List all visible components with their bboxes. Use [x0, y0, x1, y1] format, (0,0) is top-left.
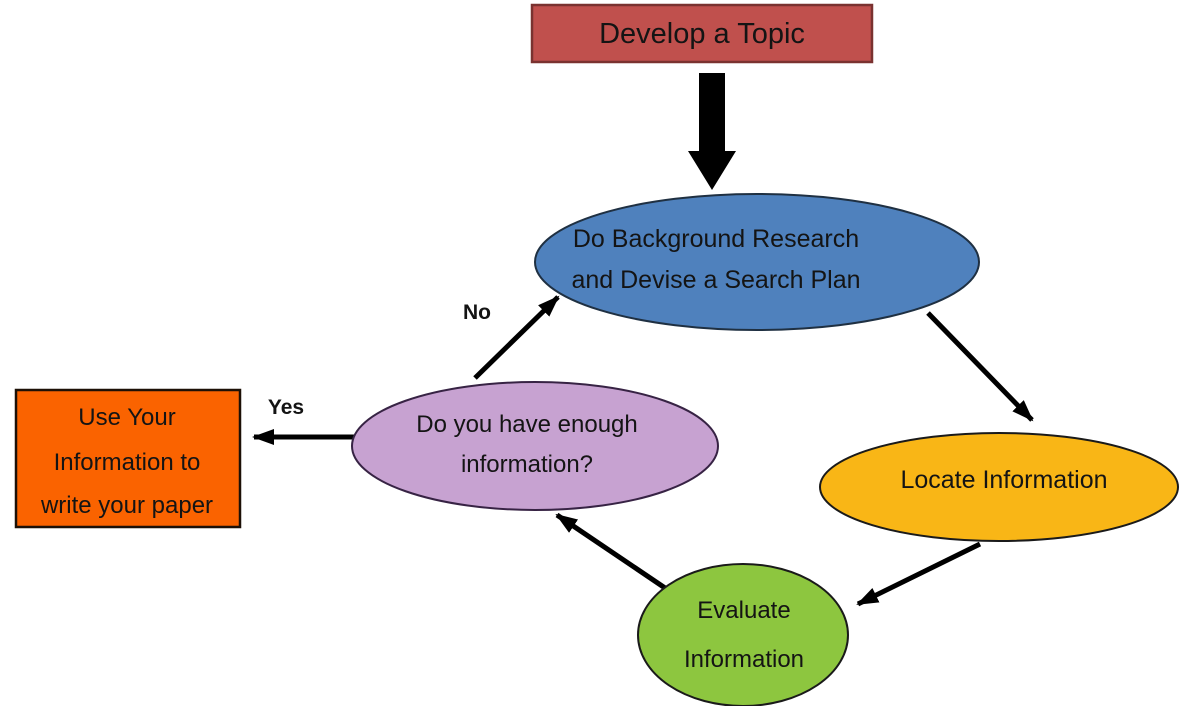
node-use-information: Use Your Information to write your paper — [14, 388, 242, 529]
use-information-label-line3: write your paper — [40, 492, 213, 519]
node-evaluate-information: Evaluate Information — [637, 563, 849, 706]
use-information-label-line1: Use Your — [78, 404, 175, 431]
develop-a-topic-box — [530, 3, 874, 64]
node-background-research: Do Background Research and Devise a Sear… — [534, 193, 980, 331]
arrow-research-to-locate — [926, 311, 1034, 422]
enough-information-ellipse — [351, 381, 719, 511]
develop-a-topic-label: Develop a Topic — [599, 18, 805, 50]
yes-label: Yes — [268, 396, 304, 419]
locate-information-label: Locate Information — [900, 466, 1107, 494]
arrow-evaluate-to-decision — [555, 512, 670, 593]
enough-information-label-line2: information? — [461, 451, 593, 478]
evaluate-information-ellipse — [637, 563, 849, 706]
use-information-label-line2: Information to — [54, 449, 201, 476]
locate-information-ellipse — [819, 432, 1179, 542]
node-locate-information: Locate Information — [819, 432, 1179, 542]
background-research-label-line1: Do Background Research — [573, 225, 859, 253]
node-develop-a-topic: Develop a Topic — [530, 3, 874, 64]
arrow-locate-to-evaluate — [856, 541, 982, 607]
enough-information-label-line1: Do you have enough — [416, 411, 638, 438]
no-label: No — [463, 301, 491, 324]
background-research-label-line2: and Devise a Search Plan — [571, 266, 860, 294]
use-information-box — [14, 388, 242, 529]
node-enough-information-decision: Do you have enough information? — [351, 381, 719, 511]
evaluate-information-label-line2: Information — [684, 646, 804, 673]
down-block-arrow-icon — [688, 73, 736, 190]
background-research-ellipse — [534, 193, 980, 331]
evaluate-information-label-line1: Evaluate — [697, 597, 790, 624]
arrow-no-to-research — [473, 295, 560, 380]
